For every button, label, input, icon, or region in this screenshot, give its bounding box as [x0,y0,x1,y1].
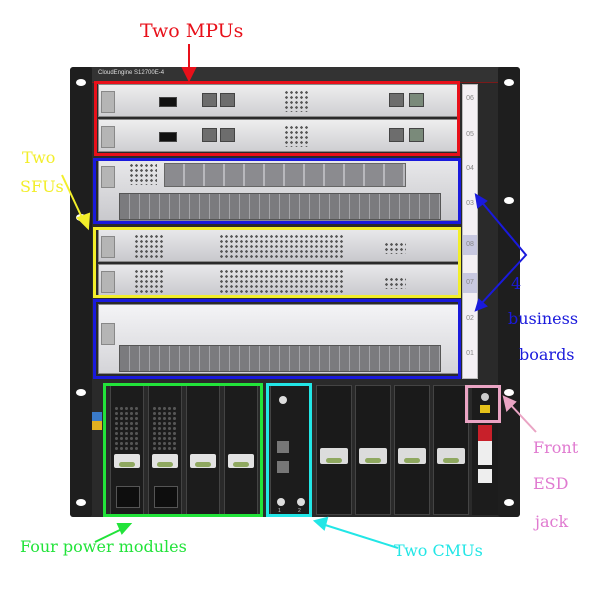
fan-lever [404,458,420,463]
psu-lever [119,462,135,467]
psu-lever [157,462,173,467]
power-inlet [154,486,178,508]
esd-label-line2: ESD [533,474,569,493]
rj45-port [220,93,235,107]
vent-grille [284,90,308,112]
vent-grille [219,234,344,259]
screw-icon [297,498,305,506]
mounting-hole [504,499,514,506]
vent-grille [134,234,164,259]
cmu-label: Two CMUs [394,541,483,560]
business-label-line1: 4 [511,274,522,293]
mounting-hole [504,389,514,396]
psu-lever [233,462,249,467]
fan-lever [326,458,342,463]
ground-label-icon [92,412,102,430]
esd-label-line3: jack [535,512,569,531]
business-label-line2: business [508,309,579,328]
esd-jack-icon[interactable] [481,393,489,401]
switch-chassis: CloudEngine S12700E-4 [70,67,520,517]
esd-highlight-box [465,385,501,423]
model-name: CloudEngine S12700E-4 [98,70,165,76]
rj45-port [389,128,404,142]
rj45-port [202,93,217,107]
board-handle [101,236,115,258]
fan-module [355,385,391,515]
cmu-arrow [312,516,399,549]
esd-warning-icon [480,405,490,413]
fan-lever [365,458,381,463]
caution-label [478,425,492,465]
mounting-hole [504,197,514,204]
usb-port [159,97,177,107]
business-board-highlight-box [93,299,461,379]
board-handle [101,126,115,148]
business-label-line3: boards [519,345,575,364]
fan-lever [443,458,459,463]
vent-grille [219,269,344,294]
cmu-highlight-box [266,383,312,517]
sfu-highlight-box [93,227,461,298]
power-label: Four power modules [20,537,187,556]
mpu-board [98,119,460,152]
vent-grille [129,163,157,185]
qsfp-port-row [164,163,406,187]
sfu-label-line2: SFUs [20,177,64,196]
business-board [98,159,460,221]
vent-grille [284,125,308,147]
mounting-hole [504,79,514,86]
fan-module [316,385,352,515]
power-module-blank [224,385,258,515]
mounting-hole [76,499,86,506]
business-board [98,304,460,374]
slot-number-column [462,84,478,379]
mounting-hole [76,214,86,221]
cmu-port-label: 1 [278,508,281,514]
sfu-board [98,229,460,262]
sfp-port-row [119,345,441,372]
rj45-port [389,93,404,107]
rj45-port [220,128,235,142]
vent-grille [384,277,406,289]
screw-icon [277,498,285,506]
rj45-port [409,128,424,142]
power-inlet [116,486,140,508]
board-handle [101,91,115,113]
fan-module [433,385,469,515]
mpu-label: Two MPUs [140,20,244,42]
mpu-board [98,84,460,117]
sfp-port-row [119,193,441,220]
vent-grille [384,242,406,254]
mounting-hole [76,79,86,86]
vent-grille [134,269,164,294]
fan-module [394,385,430,515]
business-board-highlight-box [93,158,461,224]
esd-panel [472,385,498,515]
screw-icon [279,396,287,404]
esd-label-line1: Front [533,438,579,457]
board-handle [101,323,115,345]
power-highlight-box [103,383,263,517]
rj45-port [277,441,289,453]
board-handle [101,271,115,293]
psu-grille [114,406,140,452]
left-mounting-ear [70,67,92,517]
cmu-port-label: 2 [298,508,301,514]
rj45-port [277,461,289,473]
warning-triangle-icon [478,469,492,483]
mounting-hole [76,389,86,396]
power-module [148,385,182,515]
mpu-highlight-box [94,81,460,156]
sfu-label-line1: Two [22,148,56,167]
psu-grille [152,406,178,452]
power-module [110,385,144,515]
usb-port [159,132,177,142]
power-module-blank [186,385,220,515]
rj45-port [202,128,217,142]
board-handle [101,166,115,188]
sfu-board [98,264,460,297]
psu-lever [195,462,211,467]
rj45-port [409,93,424,107]
